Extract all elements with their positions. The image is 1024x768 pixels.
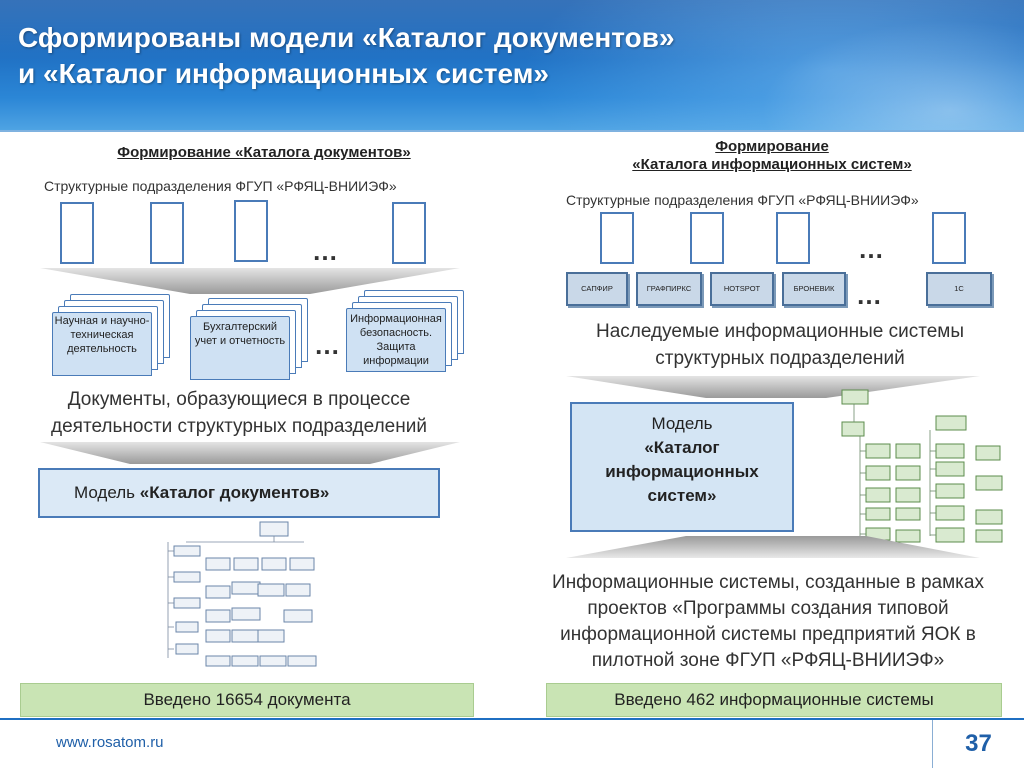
caption-line: Наследуемые информационные системы (596, 321, 964, 342)
model-documents-catalog: Модель «Каталог документов» (38, 468, 440, 518)
unit-box (600, 212, 634, 264)
slide-header: Сформированы модели «Каталог документов»… (0, 0, 1024, 130)
funnel-arrow (566, 376, 980, 398)
unit-box (150, 202, 184, 264)
unit-box (392, 202, 426, 264)
header-decoration (520, 0, 1024, 130)
system-chip: 1С (926, 272, 992, 306)
unit-box (690, 212, 724, 264)
left-docs-caption: Документы, образующиеся в процессе деяте… (14, 386, 464, 440)
right-units-label: Структурные подразделения ФГУП «РФЯЦ-ВНИ… (566, 192, 919, 208)
funnel-arrow (40, 442, 460, 464)
caption-line: структурных подразделений (655, 348, 905, 369)
model-line: «Каталог (644, 438, 720, 457)
doc-stack-accounting: Бухгалтерский учет и отчетность (190, 298, 310, 388)
footer-divider (0, 718, 1024, 720)
footer-url[interactable]: www.rosatom.ru (56, 734, 164, 751)
created-systems-caption: Информационные системы, созданные в рамк… (520, 570, 1016, 674)
caption-line: Информационные системы, созданные в рамк… (552, 572, 984, 593)
system-chip: САПФИР (566, 272, 628, 306)
funnel-arrow (40, 268, 460, 294)
ellipsis: … (858, 234, 885, 264)
doc-stack-label: Бухгалтерский учет и отчетность (194, 321, 286, 347)
documents-tree-diagram (167, 521, 317, 667)
system-chip: HOTSPOT (710, 272, 774, 306)
model-line: информационных (605, 462, 759, 481)
doc-stack-security: Информационная безопасность. Защита инфо… (346, 290, 466, 380)
right-heading-line-1: Формирование (715, 138, 829, 155)
unit-box (60, 202, 94, 264)
page-number: 37 (932, 720, 1024, 768)
caption-line: пилотной зоне ФГУП «РФЯЦ-ВНИИЭФ» (591, 650, 945, 671)
ellipsis: … (312, 236, 339, 266)
funnel-arrow (566, 536, 980, 558)
header-shine (0, 0, 1024, 60)
unit-box (932, 212, 966, 264)
caption-line: деятельности структурных подразделений (51, 416, 427, 437)
right-heading-line-2: «Каталога информационных систем» (632, 156, 912, 173)
caption-line: Документы, образующиеся в процессе (67, 389, 411, 410)
left-units-label: Структурные подразделения ФГУП «РФЯЦ-ВНИ… (44, 178, 397, 194)
systems-tree-diagram (841, 389, 1003, 543)
unit-box (234, 200, 268, 262)
doc-stack-label: Информационная безопасность. Защита инфо… (350, 313, 442, 367)
left-heading: Формирование «Каталога документов» (117, 144, 411, 161)
system-chip: БРОНЕВИК (782, 272, 846, 306)
result-systems: Введено 462 информационные системы (546, 683, 1002, 717)
inherited-systems-caption: Наследуемые информационные системы струк… (560, 318, 1000, 372)
header-divider (0, 130, 1024, 132)
model-systems-catalog: Модель «Каталог информационных систем» (570, 402, 794, 532)
model-line: систем» (647, 486, 717, 505)
title-line-2: и «Каталог информационных систем» (18, 58, 550, 89)
ellipsis: … (856, 280, 883, 310)
model-line: Модель (651, 414, 713, 433)
model-name: «Каталог документов» (139, 483, 330, 502)
unit-box (776, 212, 810, 264)
caption-line: проектов «Программы создания типовой (587, 598, 949, 619)
slide-title: Сформированы модели «Каталог документов»… (18, 20, 918, 92)
doc-stack-label: Научная и научно-техническая деятельност… (54, 315, 150, 355)
doc-stack-science: Научная и научно-техническая деятельност… (52, 294, 172, 384)
caption-line: информационной системы предприятий ЯОК в (560, 624, 976, 645)
result-documents: Введено 16654 документа (20, 683, 474, 717)
system-chip: ГРАФПИРКС (636, 272, 702, 306)
title-line-1: Сформированы модели «Каталог документов» (18, 22, 675, 53)
right-heading: Формирование «Каталога информационных си… (552, 138, 992, 173)
model-prefix: Модель (74, 483, 140, 502)
ellipsis: … (314, 330, 341, 360)
